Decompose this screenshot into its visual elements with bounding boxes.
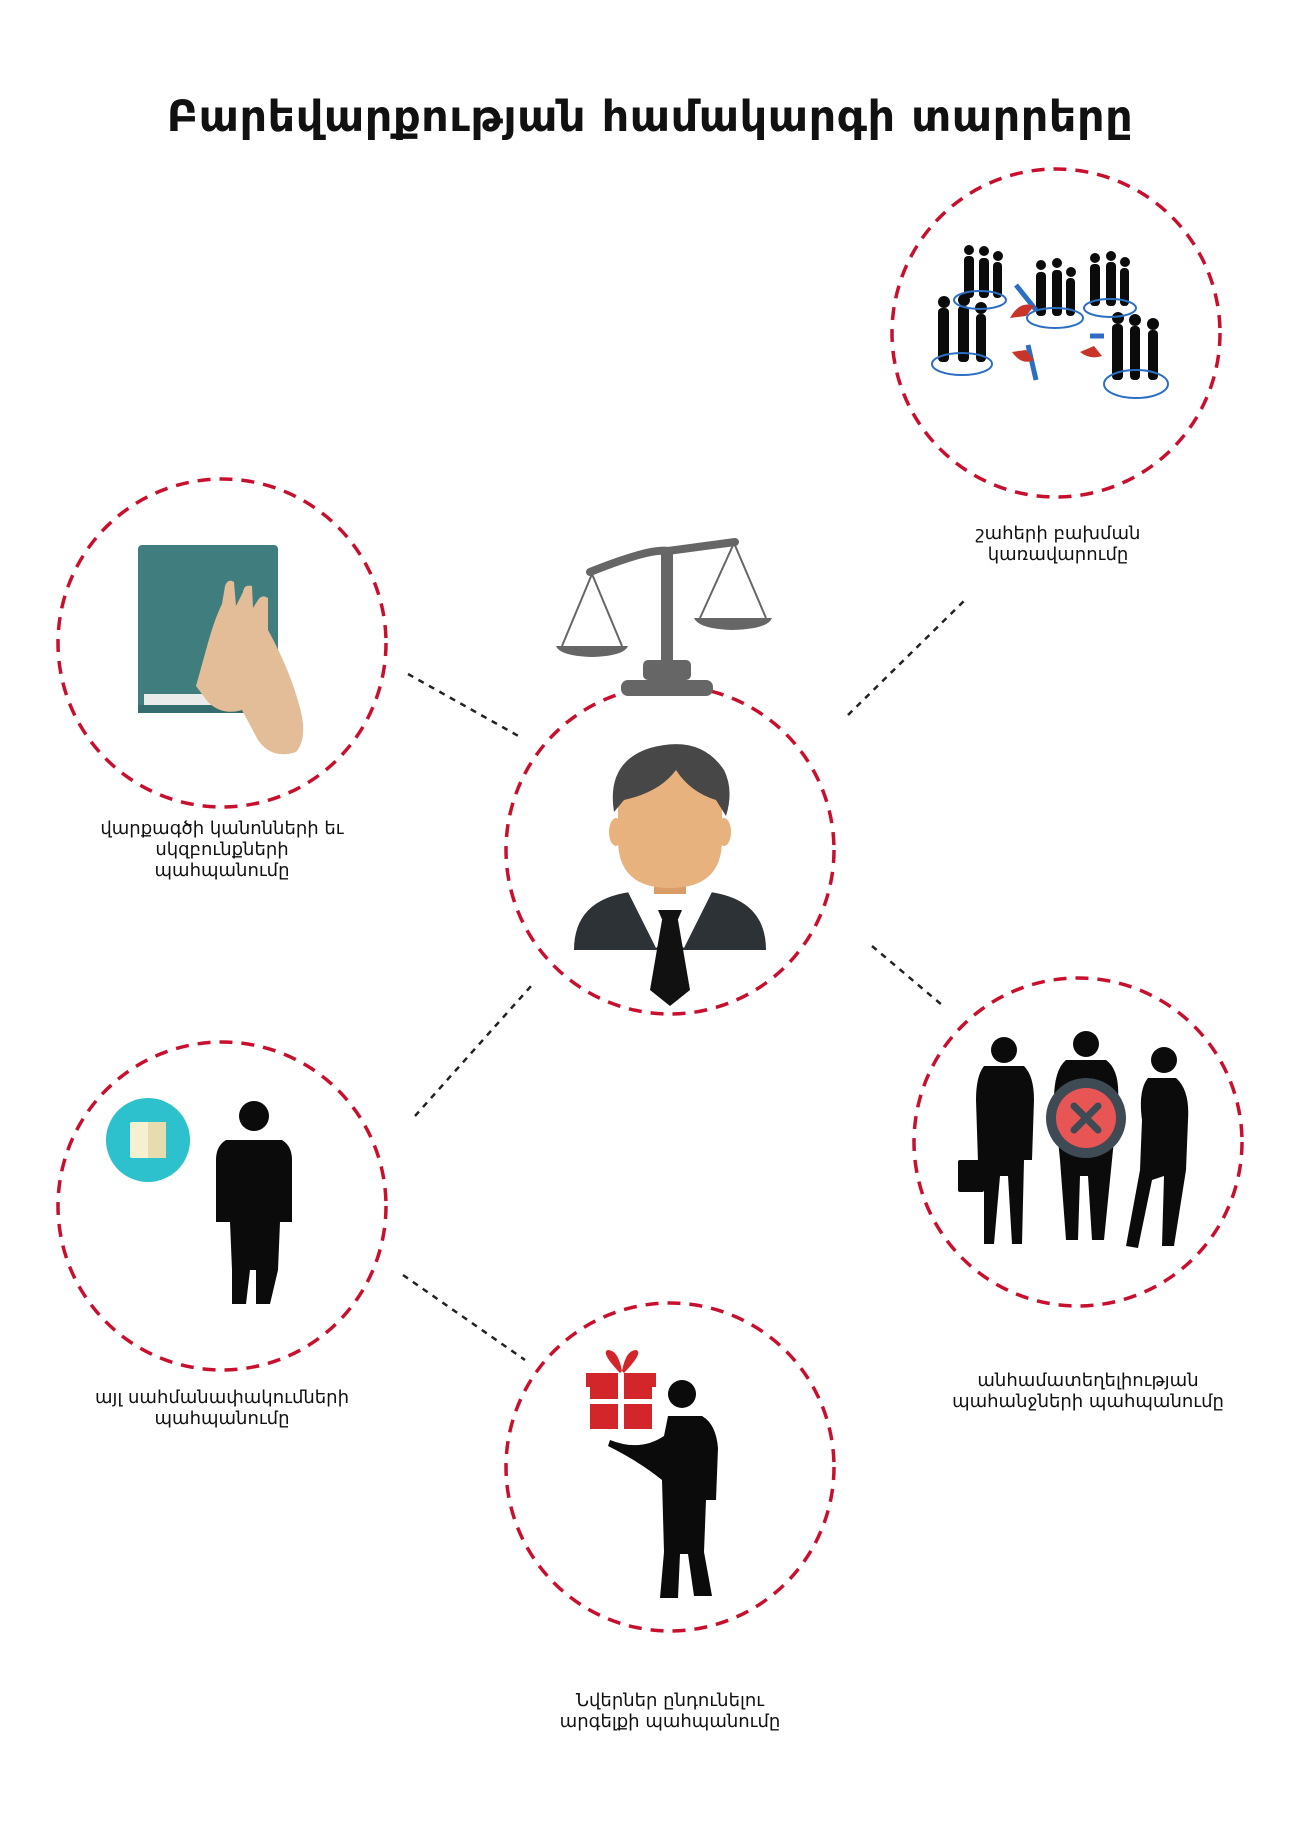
- people-network-icon: [931, 245, 1169, 399]
- connector-top-right: [847, 599, 966, 716]
- label-line: Նվերներ ընդունելու: [575, 1690, 765, 1711]
- label-line: պահպանումը: [154, 1408, 290, 1429]
- label-conflict-of-interest: շահերի բախման կառավարումը: [908, 523, 1208, 565]
- page-title: Բարեվարքության համակարգի տարրերը: [166, 92, 1134, 142]
- rings: [56, 167, 1244, 1633]
- connectors: [402, 599, 966, 1362]
- connector-right: [871, 945, 943, 1006]
- label-line: պահպանումը: [154, 860, 290, 881]
- label-line: պահանջների պահպանումը: [952, 1391, 1224, 1412]
- book-with-hand-icon: [138, 545, 304, 755]
- label-line: կառավարումը: [987, 544, 1129, 565]
- label-line: այլ սահմանափակումների: [94, 1387, 349, 1408]
- label-code-of-conduct: վարքագծի կանոնների եւ սկզբունքների պահպա…: [52, 818, 392, 881]
- ring-bottom-left: [56, 1040, 388, 1372]
- balance-scale-icon: [556, 538, 772, 696]
- label-line: վարքագծի կանոնների եւ: [100, 818, 344, 839]
- label-line: սկզբունքների: [155, 839, 289, 860]
- label-gift-ban: Նվերներ ընդունելու արգելքի պահպանումը: [500, 1690, 840, 1732]
- ring-bottom: [504, 1301, 836, 1633]
- ring-top-right: [890, 167, 1222, 499]
- businessman-note-icon: [106, 1098, 292, 1304]
- gift-offering-icon: [586, 1350, 718, 1598]
- label-line: արգելքի պահպանումը: [559, 1711, 781, 1732]
- connector-left: [407, 672, 523, 740]
- label-incompatibility: անհամատեղելիության պահանջների պահպանումը: [938, 1370, 1238, 1412]
- ring-left: [56, 477, 388, 809]
- ring-right: [912, 976, 1244, 1308]
- label-line: անհամատեղելիության: [977, 1370, 1199, 1391]
- manager-avatar-icon: [574, 744, 766, 1006]
- connector-bottom-left: [414, 984, 533, 1117]
- label-line: շահերի բախման: [975, 523, 1141, 544]
- connector-bottom: [402, 1273, 526, 1362]
- group-forbidden-icon: [958, 1031, 1189, 1248]
- label-other-restrictions: այլ սահմանափակումների պահպանումը: [52, 1387, 392, 1429]
